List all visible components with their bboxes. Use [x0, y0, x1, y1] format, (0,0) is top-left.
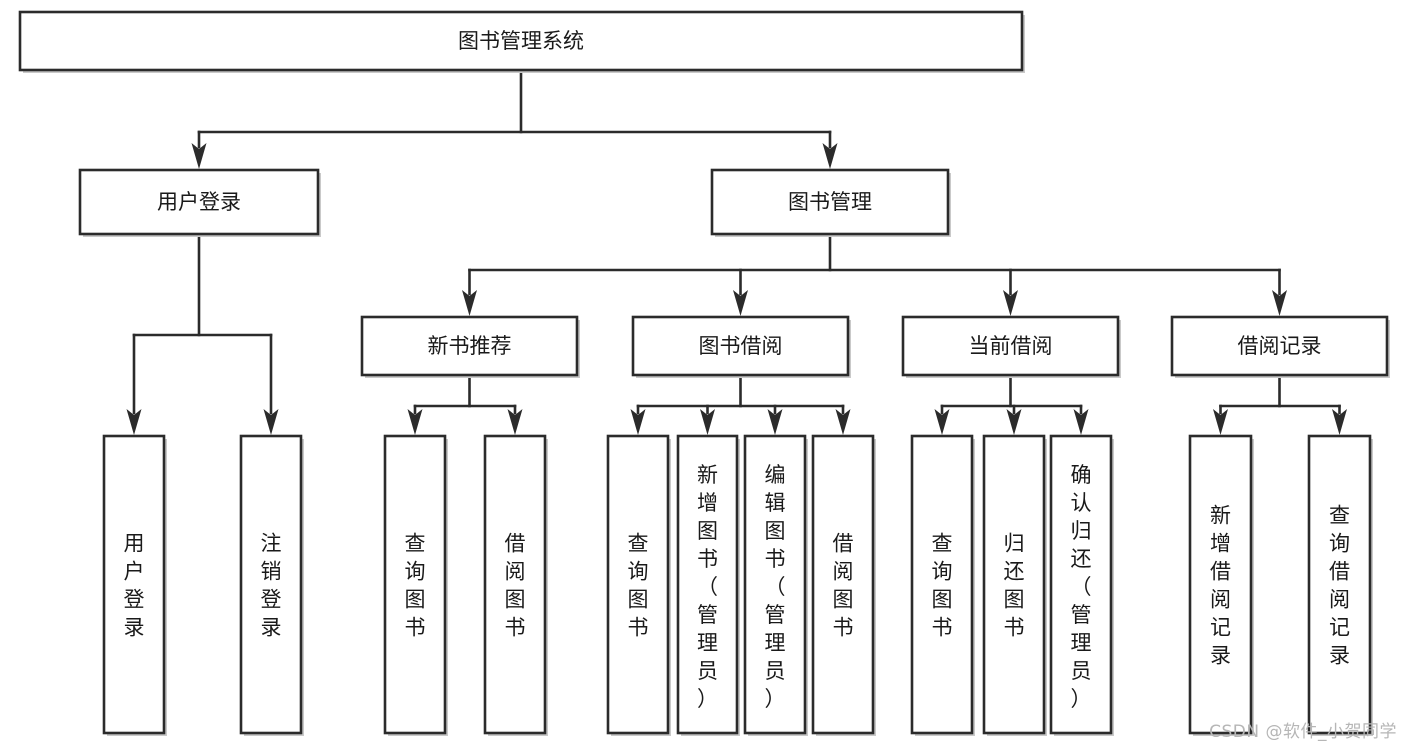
node-label: 新书推荐: [428, 334, 512, 358]
edge-arrowhead: [700, 409, 715, 435]
node-leaf-borrow-book-bb[interactable]: 借阅图书: [811, 434, 876, 736]
edge-group-new-book-rec: [407, 373, 523, 435]
node-label: 图书管理系统: [458, 29, 584, 53]
node-rect: [239, 434, 303, 735]
node-rect: [743, 434, 807, 735]
edge-group-book-borrow: [630, 373, 851, 435]
node-rect: [606, 434, 670, 735]
node-rect: [18, 10, 1024, 72]
node-leaf-return-book[interactable]: 归还图书: [982, 434, 1047, 736]
node-label: 图书管理: [788, 190, 872, 214]
edge-group-user-login: [126, 232, 279, 435]
edge-group-borrow-record: [1213, 373, 1347, 435]
node-rect: [102, 434, 166, 735]
node-leaf-add-record[interactable]: 新增借阅记录: [1188, 434, 1254, 736]
node-leaf-query-book-rec[interactable]: 查询图书: [383, 434, 448, 736]
edge-arrowhead: [1332, 409, 1347, 435]
node-label: 查询图书: [405, 531, 426, 639]
node-rect: [483, 434, 547, 735]
node-label: 查询借阅记录: [1329, 503, 1350, 667]
edge-arrowhead: [126, 409, 142, 435]
edge-arrowhead: [507, 409, 523, 435]
node-rect: [631, 315, 850, 377]
csdn-watermark: CSDN @软件_小贺同学: [1209, 722, 1397, 742]
node-rect: [910, 434, 974, 735]
edge-arrowhead: [630, 409, 646, 435]
node-book-borrow[interactable]: 图书借阅: [631, 315, 851, 378]
edge-arrowhead: [1006, 409, 1022, 435]
node-leaf-edit-book[interactable]: 编辑图书（管理员）: [743, 434, 808, 736]
node-label: 查询图书: [932, 531, 953, 639]
node-leaf-query-book-bb[interactable]: 查询图书: [606, 434, 671, 736]
node-rect: [710, 168, 950, 236]
node-label: 借阅图书: [833, 531, 854, 639]
node-rect: [982, 434, 1046, 735]
node-rect: [360, 315, 579, 377]
node-label: 注销登录: [261, 531, 282, 639]
edge-group-root: [191, 68, 838, 169]
node-rect: [901, 315, 1120, 377]
edge-group-current-borrow: [934, 373, 1089, 435]
edge-arrowhead: [1073, 409, 1089, 435]
edge-arrowhead: [934, 409, 950, 435]
node-label: 用户登录: [124, 531, 145, 639]
edge-group-book-manage: [462, 232, 1287, 316]
node-label: 新增借阅记录: [1210, 503, 1231, 667]
node-borrow-record[interactable]: 借阅记录: [1170, 315, 1390, 378]
edge-arrowhead: [733, 290, 748, 316]
node-book-manage[interactable]: 图书管理: [710, 168, 951, 237]
node-leaf-user-logout[interactable]: 注销登录: [239, 434, 304, 736]
node-leaf-confirm-return[interactable]: 确认归还（管理员）: [1049, 434, 1114, 736]
node-leaf-add-book[interactable]: 新增图书（管理员）: [676, 434, 740, 736]
node-label: 新增图书（管理员）: [697, 463, 718, 711]
edge-layer: [126, 68, 1347, 435]
edge-arrowhead: [767, 409, 783, 435]
node-label: 确认归还（管理员）: [1071, 463, 1092, 711]
node-rect: [1049, 434, 1113, 735]
node-label: 图书借阅: [699, 334, 783, 358]
edge-arrowhead: [191, 143, 207, 169]
node-rect: [1170, 315, 1389, 377]
node-rect: [78, 168, 320, 236]
edge-arrowhead: [263, 409, 279, 435]
edge-arrowhead: [1003, 290, 1018, 316]
node-rect: [383, 434, 447, 735]
node-label: 编辑图书（管理员）: [765, 463, 786, 711]
node-label: 当前借阅: [969, 334, 1053, 358]
edge-arrowhead: [1213, 409, 1228, 435]
node-leaf-user-login[interactable]: 用户登录: [102, 434, 167, 736]
edge-arrowhead: [407, 409, 423, 435]
node-label: 借阅图书: [505, 531, 526, 639]
node-new-book-rec[interactable]: 新书推荐: [360, 315, 580, 378]
edge-arrowhead: [822, 143, 838, 169]
node-label: 查询图书: [628, 531, 649, 639]
node-leaf-query-book-cb[interactable]: 查询图书: [910, 434, 975, 736]
node-label: 归还图书: [1004, 531, 1025, 639]
node-root[interactable]: 图书管理系统: [18, 10, 1025, 73]
edge-arrowhead: [1272, 290, 1287, 316]
node-label: 借阅记录: [1238, 334, 1322, 358]
node-layer: 图书管理系统用户登录图书管理新书推荐图书借阅当前借阅借阅记录用户登录注销登录查询…: [18, 10, 1390, 736]
node-leaf-query-record[interactable]: 查询借阅记录: [1307, 434, 1373, 736]
node-current-borrow[interactable]: 当前借阅: [901, 315, 1121, 378]
node-rect: [1307, 434, 1372, 735]
node-leaf-borrow-book-rec[interactable]: 借阅图书: [483, 434, 548, 736]
node-rect: [1188, 434, 1253, 735]
node-user-login[interactable]: 用户登录: [78, 168, 321, 237]
node-rect: [676, 434, 739, 735]
edge-arrowhead: [462, 290, 477, 316]
node-rect: [811, 434, 875, 735]
edge-arrowhead: [835, 409, 851, 435]
node-label: 用户登录: [157, 190, 241, 214]
